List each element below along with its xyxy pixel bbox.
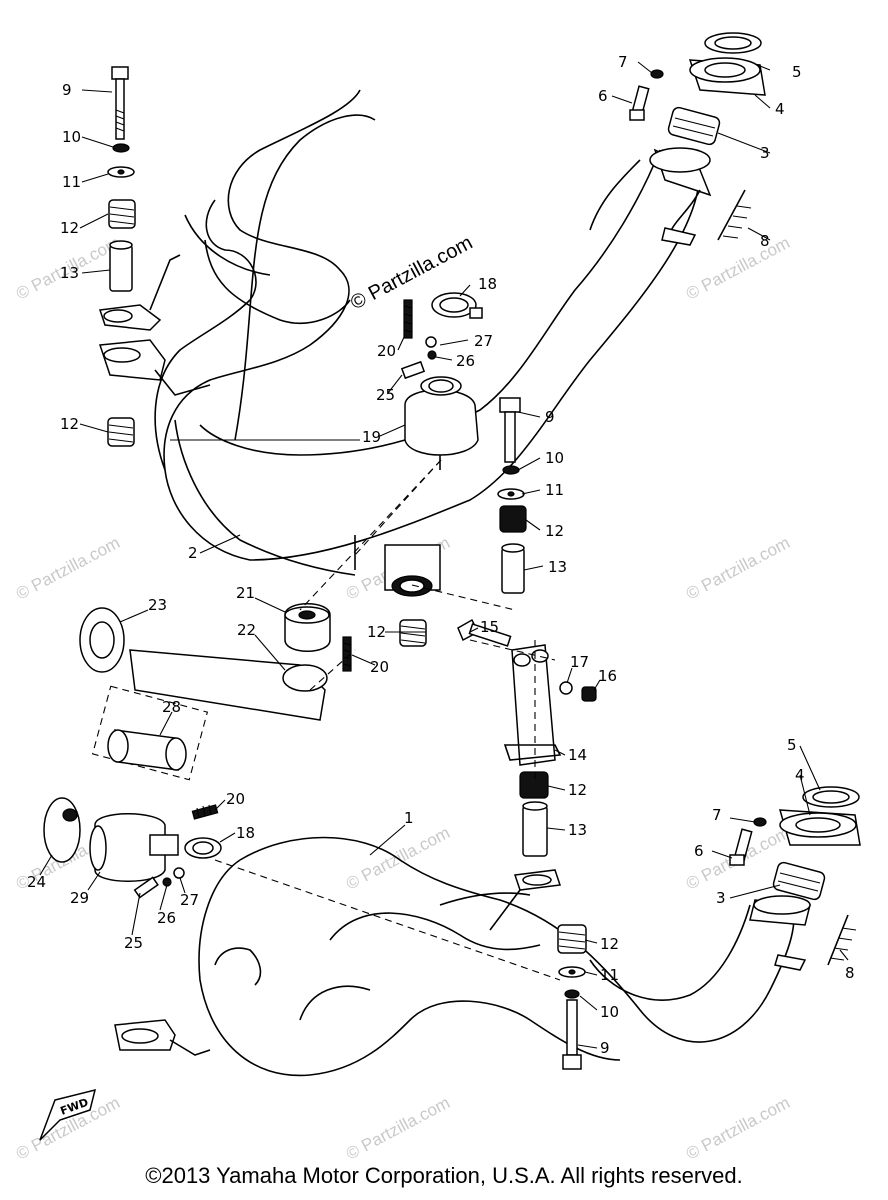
callout-13: 13 [60, 264, 79, 282]
callout-9: 9 [62, 81, 72, 99]
callout-1: 1 [404, 809, 414, 827]
callout-7: 7 [712, 806, 722, 824]
callout-20: 20 [226, 790, 245, 808]
callout-9: 9 [545, 408, 555, 426]
callout-18: 18 [236, 824, 255, 842]
callout-11: 11 [545, 481, 564, 499]
callout-11: 11 [62, 173, 81, 191]
callout-3: 3 [760, 144, 770, 162]
callout-6: 6 [598, 87, 608, 105]
callout-12: 12 [60, 219, 79, 237]
callout-12: 12 [600, 935, 619, 953]
callout-21: 21 [236, 584, 255, 602]
watermark-tile: © Partzilla.com [13, 533, 123, 604]
callout-14: 14 [568, 746, 587, 764]
leader-lines [39, 61, 849, 1049]
callout-18: 18 [478, 275, 497, 293]
callout-20: 20 [370, 658, 389, 676]
callout-13: 13 [548, 558, 567, 576]
callout-5: 5 [792, 63, 802, 81]
lower-exhaust-pipe [114, 836, 811, 1077]
upper-exhaust-pipe [98, 89, 712, 576]
callout-5: 5 [787, 736, 797, 754]
callout-13: 13 [568, 821, 587, 839]
callout-3: 3 [716, 889, 726, 907]
callout-2: 2 [188, 544, 198, 562]
callout-22: 22 [237, 621, 256, 639]
callout-26: 26 [157, 909, 176, 927]
callout-26: 26 [456, 352, 475, 370]
callout-27: 27 [180, 891, 199, 909]
callout-9: 9 [600, 1039, 610, 1057]
callout-17: 17 [570, 653, 589, 671]
callout-4: 4 [775, 100, 785, 118]
callout-7: 7 [618, 53, 628, 71]
callout-8: 8 [760, 232, 770, 250]
callout-19: 19 [362, 428, 381, 446]
callout-29: 29 [70, 889, 89, 907]
callout-25: 25 [376, 386, 395, 404]
watermark-tile: © Partzilla.com [343, 1093, 453, 1164]
watermark-tile: © Partzilla.com [683, 233, 793, 304]
callout-6: 6 [694, 842, 704, 860]
assembly-guide-lines [214, 459, 561, 981]
callout-10: 10 [545, 449, 564, 467]
hardware-parts [43, 32, 861, 1070]
callout-12: 12 [60, 415, 79, 433]
callout-12: 12 [545, 522, 564, 540]
copyright-notice: ©2013 Yamaha Motor Corporation, U.S.A. A… [145, 1163, 743, 1188]
callout-11: 11 [600, 966, 619, 984]
callout-labels: 9 10 11 12 13 12 7 6 5 4 3 8 18 20 27 26… [27, 53, 855, 1057]
callout-10: 10 [62, 128, 81, 146]
callout-24: 24 [27, 873, 46, 891]
callout-12: 12 [367, 623, 386, 641]
callout-8: 8 [845, 964, 855, 982]
callout-4: 4 [795, 766, 805, 784]
fwd-arrow-icon: FWD [39, 1088, 97, 1141]
watermark-tile: © Partzilla.com [683, 1093, 793, 1164]
callout-25: 25 [124, 934, 143, 952]
callout-27: 27 [474, 332, 493, 350]
callout-12: 12 [568, 781, 587, 799]
callout-20: 20 [377, 342, 396, 360]
callout-28: 28 [162, 698, 181, 716]
callout-10: 10 [600, 1003, 619, 1021]
callout-16: 16 [598, 667, 617, 685]
watermark-tile: © Partzilla.com [683, 533, 793, 604]
callout-23: 23 [148, 596, 167, 614]
callout-15: 15 [480, 618, 499, 636]
